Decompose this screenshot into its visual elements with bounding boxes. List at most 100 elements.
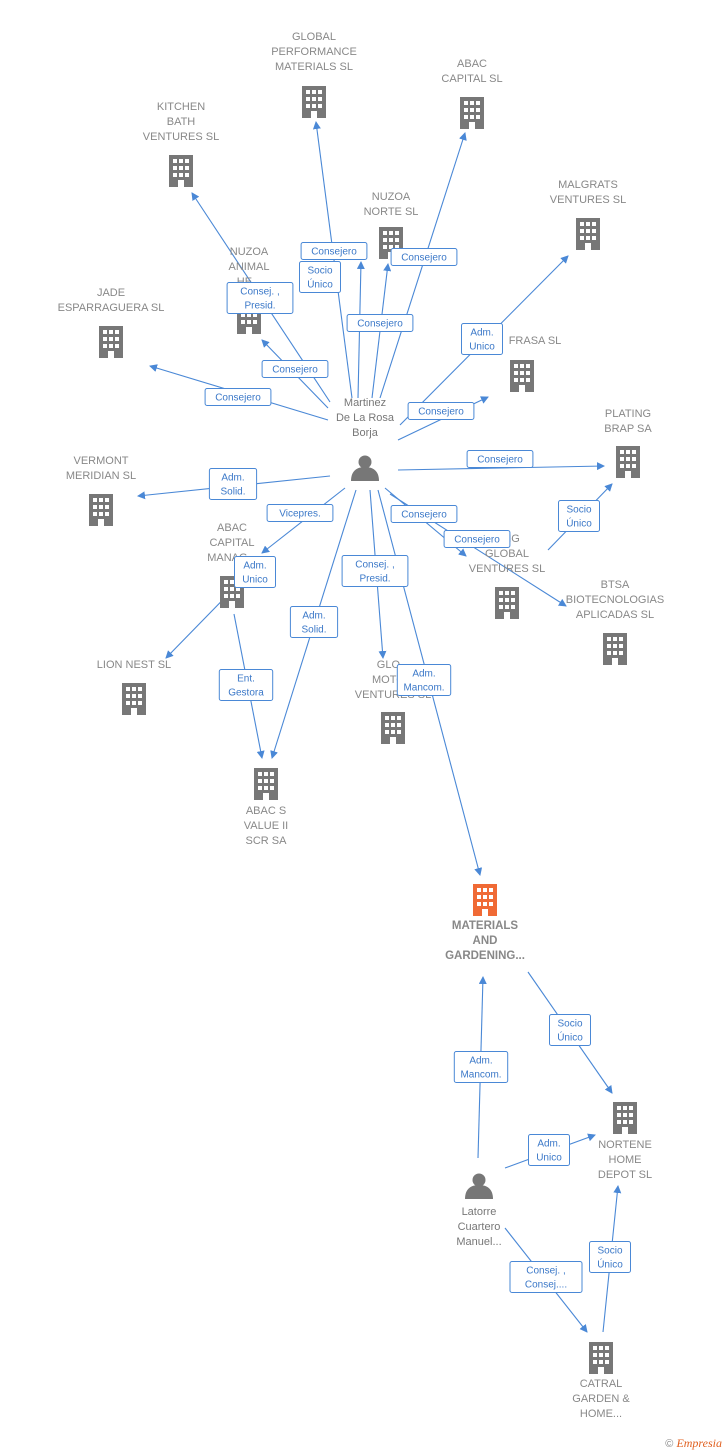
building-icon [473, 884, 497, 916]
role-text: Ent. [237, 674, 255, 685]
node-label: HOME... [580, 1408, 622, 1420]
role-badge-martinez-btsa[interactable]: Consejero [443, 530, 511, 548]
role-badge-martinez-abac_s_value[interactable]: Adm.Solid. [289, 606, 339, 638]
node-label: De La Rosa [336, 412, 395, 424]
node-label: BATH [167, 116, 196, 128]
role-box [341, 555, 409, 587]
role-text: Vicepres. [279, 509, 321, 520]
role-badge-martinez-nuzoa_animal[interactable]: Consejero [261, 360, 329, 378]
node-lion_nest[interactable]: LION NEST SL [97, 659, 171, 715]
role-badge-martinez-vermont[interactable]: Adm.Solid. [208, 468, 258, 500]
role-badge-martinez-trading_global[interactable]: Consejero [390, 505, 458, 523]
node-label: CATRAL [580, 1378, 623, 1390]
role-text: Adm. [537, 1139, 560, 1150]
role-text: Único [557, 1031, 583, 1044]
role-badge-martinez-jade[interactable]: Consejero [204, 388, 272, 406]
role-badge-latorre-nortene[interactable]: Adm.Unico [528, 1134, 570, 1166]
person-icon [351, 455, 379, 481]
role-badge-martinez-malgrats[interactable]: Adm.Unico [461, 323, 503, 355]
node-label: LION NEST SL [97, 659, 171, 671]
node-label: Cuartero [458, 1221, 501, 1233]
role-text: Consejero [477, 455, 523, 466]
role-text: Socio [597, 1246, 622, 1257]
role-badge-martinez-global_perf[interactable]: Consejero [300, 242, 368, 260]
node-label: GLOBAL [485, 548, 529, 560]
node-frasa[interactable]: FRASA SL [509, 335, 562, 392]
node-label: SCR SA [246, 835, 288, 847]
building-icon [122, 683, 146, 715]
role-box [528, 1134, 570, 1166]
role-badge-martinez-kitchen_bath[interactable]: Consej. ,Presid. [226, 282, 294, 314]
role-badge-latorre-catral[interactable]: Consej. ,Consej.... [509, 1261, 583, 1293]
role-text: Gestora [228, 688, 264, 699]
role-box [346, 314, 414, 332]
role-text: Consejero [401, 510, 447, 521]
node-label: CAPITAL [209, 537, 254, 549]
node-label: PERFORMANCE [271, 46, 357, 58]
role-text: Mancom. [460, 1070, 501, 1081]
role-badge-abac_cap_manag-abac_s_value[interactable]: Ent. Gestora [218, 669, 274, 701]
building-icon [510, 360, 534, 392]
node-nuzoa_animal[interactable]: NUZOAANIMALHE... [229, 246, 270, 334]
role-text: Unico [469, 342, 495, 353]
node-label: BIOTECNOLOGIAS [566, 594, 664, 606]
role-badge-abac_cap_manag-lion_nest[interactable]: Adm.Unico [234, 556, 276, 588]
role-text: Consejero [401, 253, 447, 264]
building-icon [495, 587, 519, 619]
node-label: VALUE II [244, 820, 288, 832]
role-text: Consejero [272, 365, 318, 376]
role-badge-martinez-global_motor[interactable]: Consej. ,Presid. [341, 555, 409, 587]
node-latorre[interactable]: LatorreCuarteroManuel... [456, 1173, 502, 1249]
role-badge-martinez-nuzoa_norte[interactable]: Consejero [346, 314, 414, 332]
role-box [509, 1261, 583, 1293]
role-text: Socio [557, 1019, 582, 1030]
footer-brand[interactable]: © Empresia [665, 1436, 722, 1451]
role-badge-latorre-materials[interactable]: Adm. Mancom. [453, 1051, 509, 1083]
node-label: KITCHEN [157, 101, 205, 113]
role-box [589, 1241, 631, 1273]
role-box [443, 530, 511, 548]
role-text: Adm. [469, 1056, 492, 1067]
role-text: Único [566, 517, 592, 530]
node-label: NORTENE [598, 1139, 652, 1151]
node-label: BTSA [601, 579, 630, 591]
node-label: AND [473, 935, 498, 947]
role-text: Consejero [454, 535, 500, 546]
role-box [218, 669, 274, 701]
role-badge-martinez-abac_cap_manag[interactable]: Vicepres. [266, 504, 334, 522]
role-badge-martinez-materials[interactable]: Adm.Mancom. [396, 664, 452, 696]
role-text: Consejero [311, 247, 357, 258]
node-materials[interactable]: MATERIALSANDGARDENING... [445, 884, 525, 962]
role-badge-martinez-abac_capital[interactable]: Consejero [390, 248, 458, 266]
role-badge-martinez-plating[interactable]: Consejero [466, 450, 534, 468]
role-box [266, 504, 334, 522]
person-icon [465, 1173, 493, 1199]
role-text: Consej. , [355, 560, 394, 571]
brand-name: Empresia [676, 1436, 722, 1450]
role-text: Unico [242, 575, 268, 586]
role-text: Socio [566, 505, 591, 516]
role-badge-martinez-frasa[interactable]: Consejero [407, 402, 475, 420]
building-icon [576, 218, 600, 250]
node-label: FRASA SL [509, 335, 562, 347]
